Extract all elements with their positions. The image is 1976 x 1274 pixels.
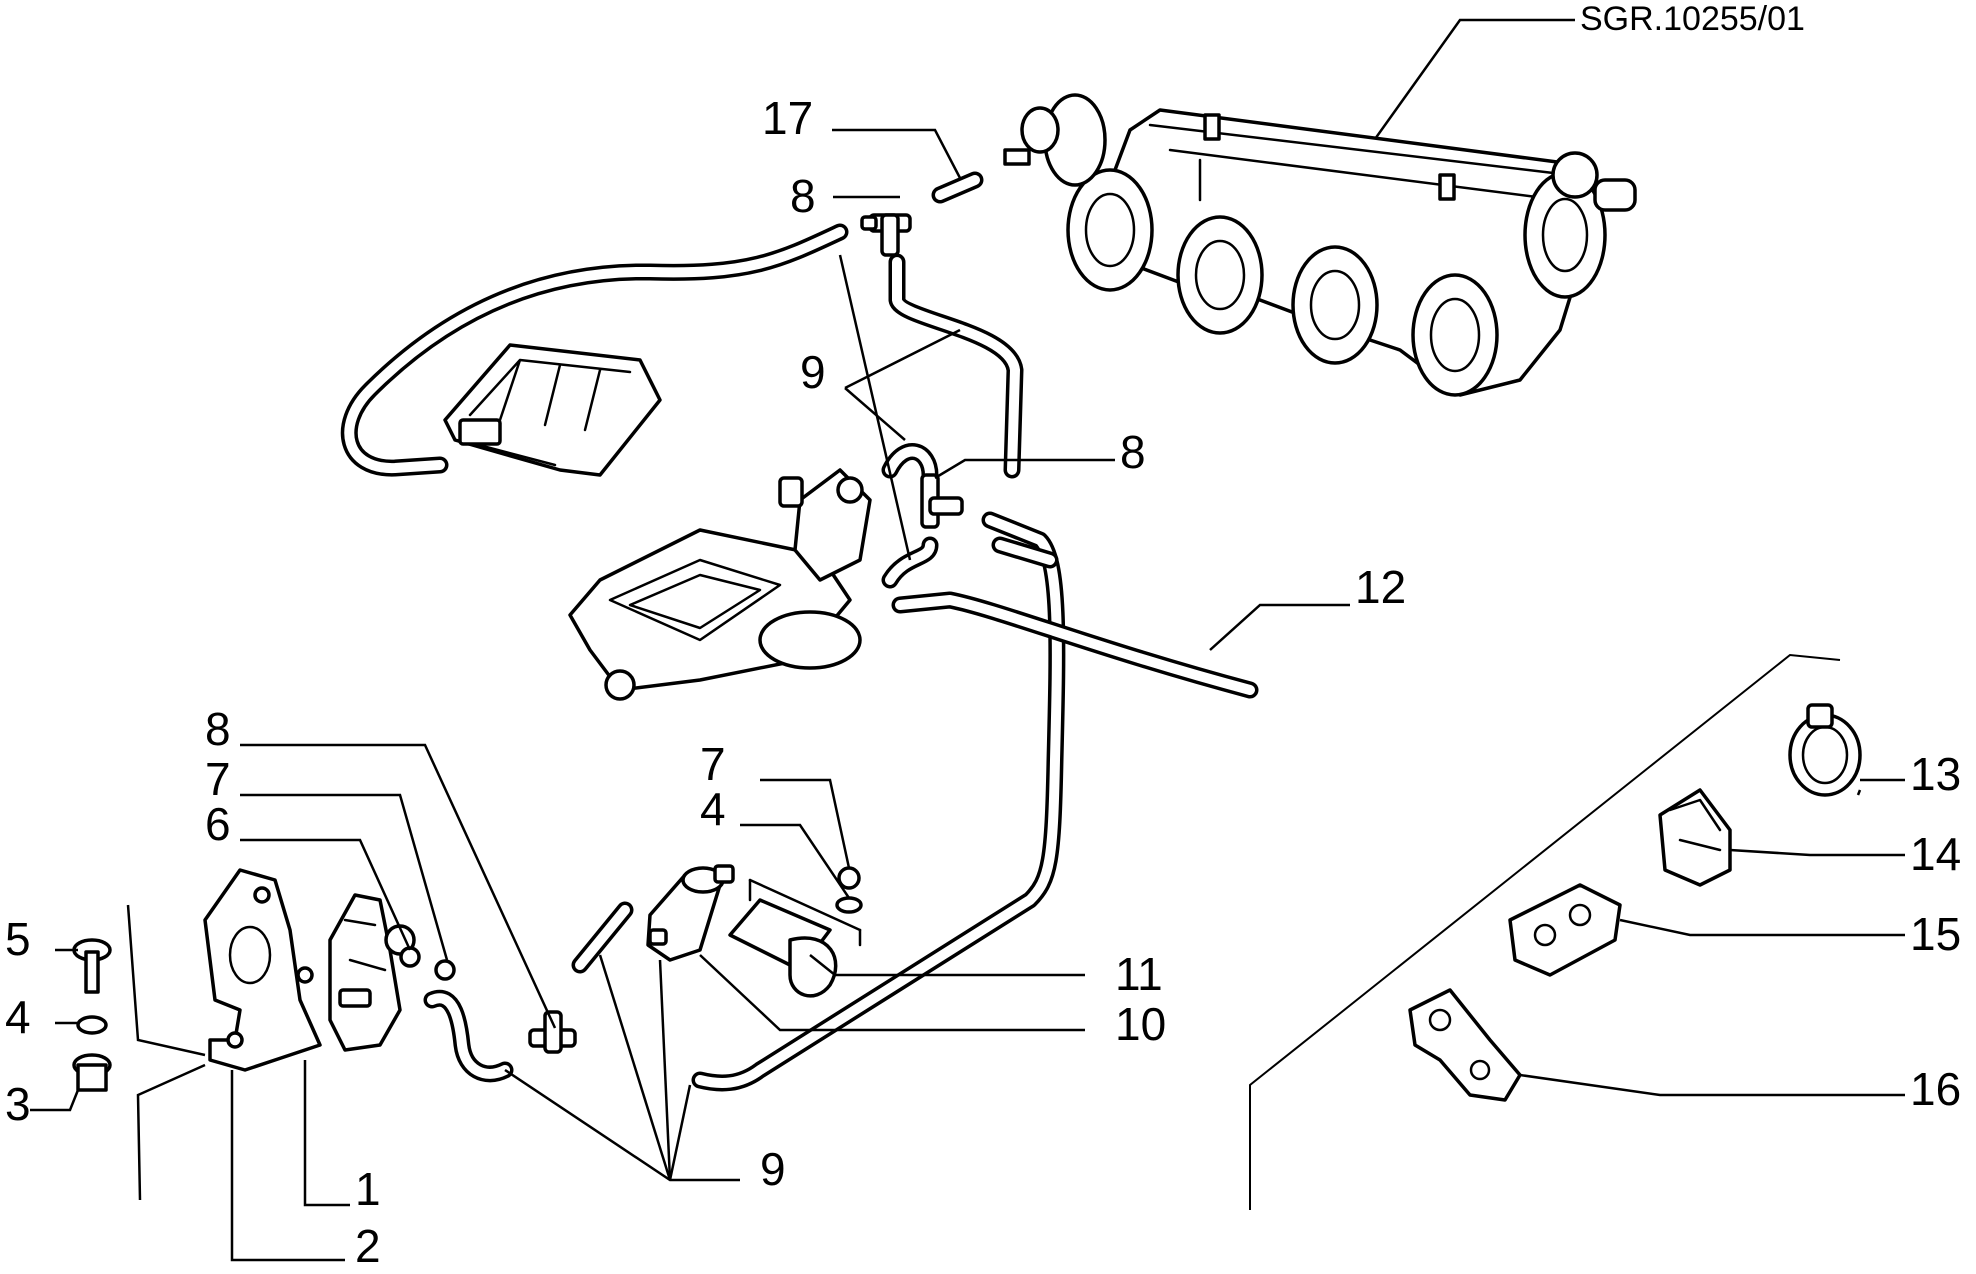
sensor-unit: [328, 893, 416, 1052]
nut-7b: [837, 866, 861, 890]
bracket-clamp: [728, 878, 862, 998]
t-connector-mid: [920, 473, 964, 529]
clip-17: [1408, 988, 1522, 1102]
washer-4b: [835, 896, 863, 914]
nut-6: [399, 946, 421, 968]
bolt-5: [72, 938, 112, 994]
callout-9-upper: 9: [800, 346, 826, 398]
nut-7a: [434, 959, 456, 981]
callout-17: 16: [1910, 1063, 1961, 1115]
callout-14: 13: [1910, 748, 1961, 800]
t-connector-low: [528, 1010, 577, 1054]
callout-8-mid: 8: [1120, 426, 1146, 478]
callouts: 17 8 9 8 12 8 7 6 7 4 11 10 9 1 2 3 4 5 …: [5, 92, 1961, 1272]
throttle-body: [568, 468, 872, 701]
mounting-bracket: [203, 868, 322, 1072]
callout-10: 10: [1115, 998, 1166, 1050]
callout-8-top: 8: [790, 170, 816, 222]
intake-manifold: [1003, 93, 1637, 397]
control-unit: [443, 343, 662, 477]
callout-5: 5: [5, 913, 31, 965]
callout-7-right: 7: [700, 738, 726, 790]
callout-4-right: 4: [700, 783, 726, 835]
clip-16: [1508, 883, 1622, 977]
t-connector-top: [860, 213, 912, 257]
callout-6: 6: [205, 798, 231, 850]
callout-9-lower: 9: [760, 1143, 786, 1195]
inset-clamps: [1249, 653, 1862, 1210]
callout-7-left: 7: [205, 753, 231, 805]
callout-4-left: 4: [5, 991, 31, 1043]
callout-1: 1: [355, 1163, 381, 1215]
drawing-reference: SGR.10255/01: [1580, 0, 1805, 38]
fuel-filter: [646, 864, 735, 962]
callout-16: 15: [1910, 908, 1961, 960]
callout-8-low: 8: [205, 703, 231, 755]
callout-11: 11: [1115, 948, 1163, 1000]
callout-3: 3: [5, 1078, 31, 1130]
ref-leader: [1358, 18, 1575, 161]
hoses: [340, 171, 1259, 1092]
clip-15: [1658, 788, 1732, 887]
spacer-3: [72, 1053, 112, 1092]
leader-lines: [30, 128, 1905, 1262]
callout-2: 2: [355, 1220, 381, 1272]
callout-12: 12: [1355, 561, 1406, 613]
washer-4a: [76, 1015, 108, 1035]
callout-13: 17: [762, 92, 813, 144]
hose-clamp-14: [1788, 703, 1862, 797]
callout-15: 14: [1910, 828, 1961, 880]
